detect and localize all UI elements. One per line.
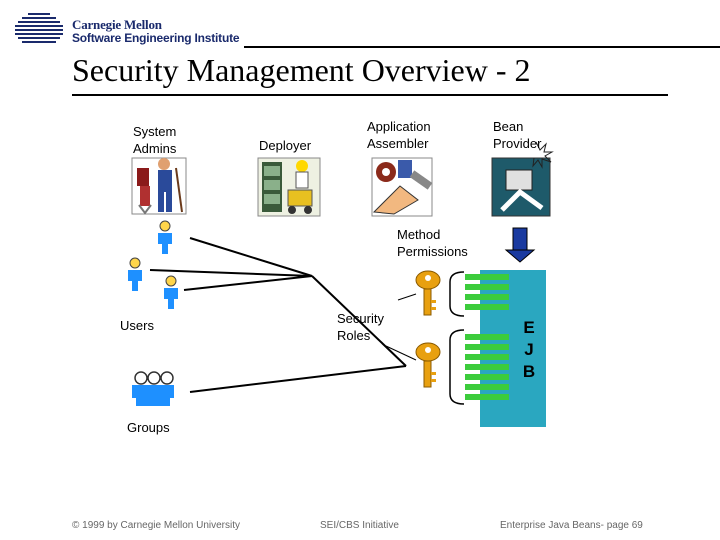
- method-permission-tabs: [465, 274, 509, 400]
- org-name-line1: Carnegie Mellon: [72, 17, 162, 32]
- key-icon: [415, 342, 441, 388]
- label-system-admins: System Admins: [133, 124, 177, 156]
- title-rule: [72, 94, 668, 96]
- user-icon: [158, 220, 172, 254]
- ejb-letter: J: [524, 340, 534, 359]
- key-icon: [415, 270, 441, 316]
- janitor-clipart: [131, 157, 187, 215]
- label-bean-provider: Bean Provider: [493, 119, 542, 151]
- label-groups: Groups: [127, 420, 170, 435]
- header-rule: [244, 46, 720, 48]
- footer-page: Enterprise Java Beans- page 69: [500, 520, 643, 531]
- footer-copyright: © 1999 by Carnegie Mellon University: [72, 520, 241, 531]
- ejb-letter: E: [523, 318, 535, 337]
- deployer-clipart: [257, 157, 321, 217]
- label-method-permissions: Method Permissions: [397, 227, 468, 259]
- slide-title: Security Management Overview - 2: [72, 52, 531, 88]
- org-name-line2: Software Engineering Institute: [72, 31, 240, 45]
- assembler-clipart: [371, 157, 433, 217]
- label-security-roles: Security Roles: [337, 311, 384, 343]
- down-arrow-icon: [504, 227, 536, 263]
- label-deployer: Deployer: [259, 138, 312, 153]
- label-application-assembler: Application Assembler: [367, 119, 431, 151]
- role-pointers: [385, 293, 417, 361]
- mapping-lines: [149, 237, 407, 393]
- sei-logo-icon: [15, 13, 63, 43]
- user-icon: [164, 275, 178, 309]
- user-icon: [128, 257, 142, 291]
- label-users: Users: [120, 318, 154, 333]
- bean-provider-clipart: [491, 141, 554, 217]
- ejb-letter: B: [522, 362, 536, 381]
- footer-initiative: SEI/CBS Initiative: [320, 520, 399, 531]
- permission-brackets: [449, 271, 465, 405]
- group-icon: [132, 371, 174, 406]
